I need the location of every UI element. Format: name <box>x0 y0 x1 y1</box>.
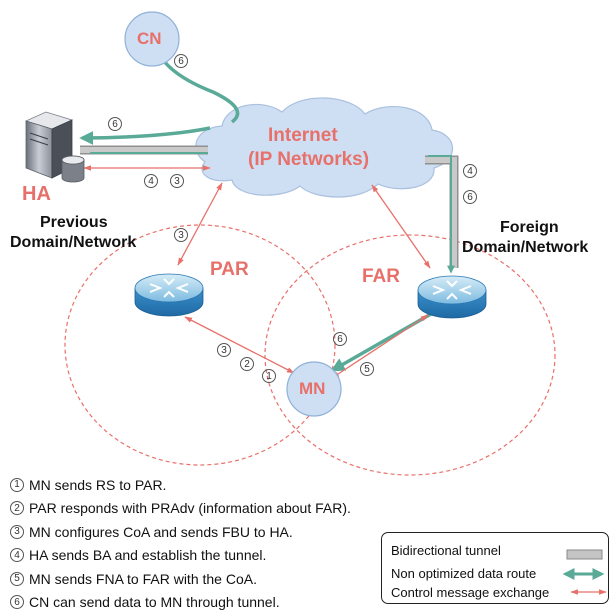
mn-label: MN <box>299 379 325 399</box>
steps-list: 1 MN sends RS to PAR. 2 PAR responds with … <box>10 473 351 614</box>
legend-box: Bidirectional tunnel Non optimized data … <box>381 532 609 604</box>
step-text: PAR responds with PRAdv (information abo… <box>29 500 351 516</box>
marker-par-mn-3: 3 <box>217 343 231 357</box>
ctrl-far-mn <box>332 315 428 378</box>
par-router-icon <box>135 274 203 316</box>
step-item: 2 PAR responds with PRAdv (information ab… <box>10 497 351 521</box>
step-item: 4 HA sends BA and establish the tunnel. <box>10 544 351 568</box>
marker-ha-ctrl-3: 3 <box>170 174 184 188</box>
step-number: 1 <box>10 478 24 492</box>
internet-cloud <box>196 98 453 197</box>
marker-tunnel-4: 4 <box>463 164 477 178</box>
marker-ha-ctrl-4: 4 <box>144 174 158 188</box>
data-route-cn-internet <box>158 52 238 122</box>
far-label: FAR <box>362 266 400 288</box>
legend-control-label: Control message exchange <box>391 585 549 600</box>
step-text: CN can send data to MN through tunnel. <box>29 594 280 610</box>
internet-label-line2: (IP Networks) <box>248 149 369 171</box>
ha-label: HA <box>22 183 51 206</box>
marker-par-up-3: 3 <box>174 228 188 242</box>
previous-domain-circle <box>65 225 335 465</box>
step-number: 3 <box>10 525 24 539</box>
step-number: 2 <box>10 501 24 515</box>
legend-data-route-label: Non optimized data route <box>391 566 536 581</box>
ha-server-icon <box>26 112 84 182</box>
par-label: PAR <box>210 259 249 281</box>
step-text: HA sends BA and establish the tunnel. <box>29 547 266 563</box>
step-item: 6 CN can send data to MN through tunnel. <box>10 591 351 614</box>
step-number: 4 <box>10 548 24 562</box>
marker-cn-data: 6 <box>174 54 188 68</box>
foreign-domain-label-line1: Foreign <box>500 218 559 237</box>
marker-par-mn-2: 2 <box>240 357 254 371</box>
marker-ha-data: 6 <box>108 117 122 131</box>
marker-far-mn-6: 6 <box>333 332 347 346</box>
step-text: MN sends FNA to FAR with the CoA. <box>29 571 257 587</box>
marker-far-mn-5: 5 <box>360 362 374 376</box>
step-item: 5 MN sends FNA to FAR with the CoA. <box>10 567 351 591</box>
ctrl-far-internet <box>372 185 430 268</box>
data-route-internet-ha <box>82 128 210 138</box>
previous-domain-label-line2: Domain/Network <box>10 233 136 252</box>
marker-tunnel-6: 6 <box>463 190 477 204</box>
internet-label-line1: Internet <box>268 125 338 147</box>
ctrl-par-internet <box>178 183 222 265</box>
step-text: MN configures CoA and sends FBU to HA. <box>29 524 293 540</box>
marker-par-mn-1: 1 <box>262 369 276 383</box>
step-text: MN sends RS to PAR. <box>29 477 166 493</box>
far-router-icon <box>418 276 486 318</box>
foreign-domain-circle <box>265 235 555 475</box>
step-item: 1 MN sends RS to PAR. <box>10 473 351 497</box>
foreign-domain-label-line2: Domain/Network <box>462 238 588 257</box>
cn-label: CN <box>137 29 162 49</box>
step-item: 3 MN configures CoA and sends FBU to HA. <box>10 520 351 544</box>
step-number: 5 <box>10 572 24 586</box>
step-number: 6 <box>10 595 24 609</box>
legend-tunnel-label: Bidirectional tunnel <box>391 543 501 558</box>
previous-domain-label-line1: Previous <box>40 213 108 232</box>
